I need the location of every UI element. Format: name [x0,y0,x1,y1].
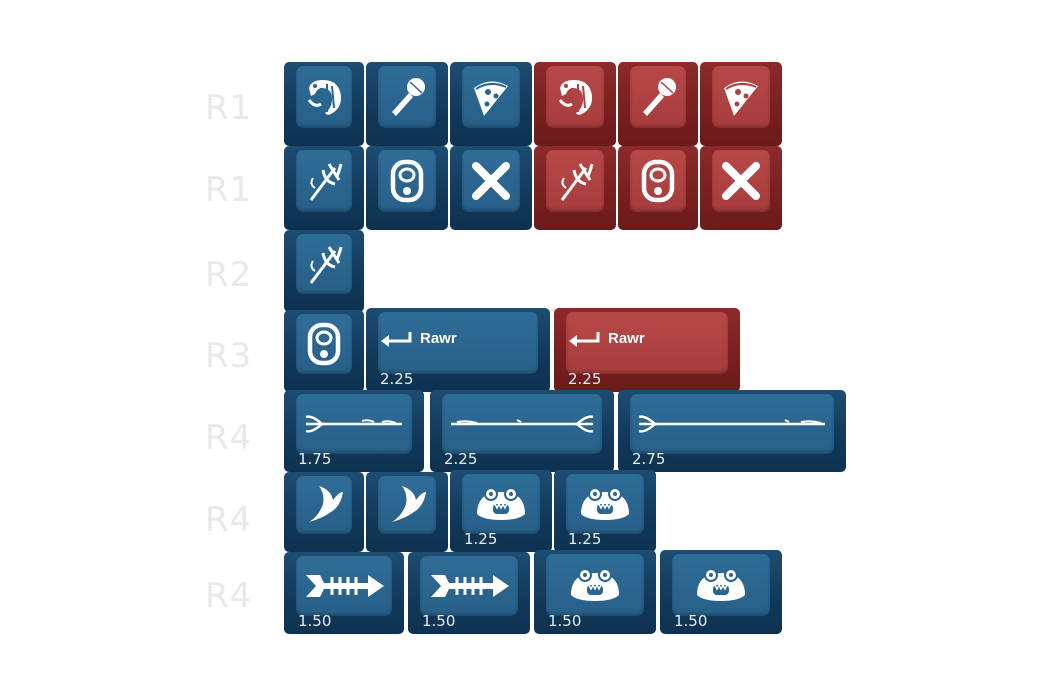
keycap-shrimp-blue[interactable] [284,62,364,146]
trident-horizontal-icon [638,415,825,433]
cross-icon [722,162,760,200]
pizza-icon [474,81,508,116]
pizza-icon [724,81,758,116]
trident-horizontal-icon [451,415,594,433]
keycap-pizza-red[interactable] [700,62,782,146]
size-label: 1.50 [422,612,456,630]
keycap-fish-bone-b[interactable]: 1.50 [408,552,530,634]
keycap-trident-long-275[interactable]: 2.75 [618,390,846,472]
size-label: 2.25 [444,450,478,468]
keycap-trident-long-225[interactable]: 2.25 [430,390,614,472]
keycap-trident-r2-blue[interactable] [284,230,364,312]
keycap-trident-long-175[interactable]: 1.75 [284,390,424,472]
keycap-trident-blue[interactable] [284,146,364,230]
keycap-pizza-blue[interactable] [450,62,532,146]
fish-bone-icon [431,575,509,597]
keycap-monster-b[interactable]: 1.25 [554,470,656,552]
monster-face-icon [477,487,525,520]
keycap-monster-d[interactable]: 1.50 [660,550,782,634]
keycap-monster-a[interactable]: 1.25 [450,470,552,552]
rawr-legend: Rawr [420,330,457,347]
monster-face-icon [581,487,629,520]
shrimp-icon [307,80,342,115]
size-label: 1.50 [674,612,708,630]
monster-face-icon [571,568,619,601]
keycap-rawr-enter-red[interactable]: Rawr 2.25 [554,308,740,392]
shrimp-icon [558,80,593,115]
size-label: 2.25 [568,370,602,388]
row-label-1: R1 [205,88,253,128]
keycap-can-tab-red[interactable] [618,146,698,230]
trident-icon [309,246,343,284]
return-arrow-icon [381,331,412,347]
keycap-can-tab-blue[interactable] [366,146,448,230]
keycap-shrimp-red[interactable] [534,62,616,146]
size-label: 2.25 [380,370,414,388]
microphone-icon [392,78,425,116]
keycap-monster-c[interactable]: 1.50 [534,550,656,634]
size-label: 1.50 [298,612,332,630]
row-label-2: R1 [205,170,253,210]
can-tab-icon [307,322,341,366]
return-arrow-icon [569,331,600,347]
fish-bone-icon [306,575,384,597]
can-tab-icon [390,159,424,203]
keycap-x-blue[interactable] [450,146,532,230]
can-tab-icon [641,159,675,203]
microphone-icon [643,78,676,116]
row-label-3: R2 [205,255,253,295]
fish-tail-icon [309,486,343,522]
trident-horizontal-icon [305,415,402,433]
keycap-trident-red[interactable] [534,146,616,230]
trident-icon [560,163,594,201]
keycap-rawr-enter-blue[interactable]: Rawr 2.25 [366,308,550,392]
keycap-microphone-red[interactable] [618,62,698,146]
row-label-4: R3 [205,336,253,376]
row-label-6: R4 [205,500,253,540]
row-label-7: R4 [205,576,253,616]
keycap-can-tab-r3-blue[interactable] [284,310,364,392]
size-label: 1.50 [548,612,582,630]
monster-face-icon [697,568,745,601]
row-label-5: R4 [205,418,253,458]
trident-icon [309,163,343,201]
size-label: 1.25 [464,530,498,548]
size-label: 1.75 [298,450,332,468]
size-label: 1.25 [568,530,602,548]
keycap-fish-tail-a[interactable] [284,472,364,552]
fish-tail-icon [392,486,426,522]
rawr-legend: Rawr [608,330,645,347]
keycap-x-red[interactable] [700,146,782,230]
size-label: 2.75 [632,450,666,468]
keycap-microphone-blue[interactable] [366,62,448,146]
keycap-fish-bone-a[interactable]: 1.50 [284,552,404,634]
keycap-fish-tail-b[interactable] [366,472,448,552]
cross-icon [472,162,510,200]
